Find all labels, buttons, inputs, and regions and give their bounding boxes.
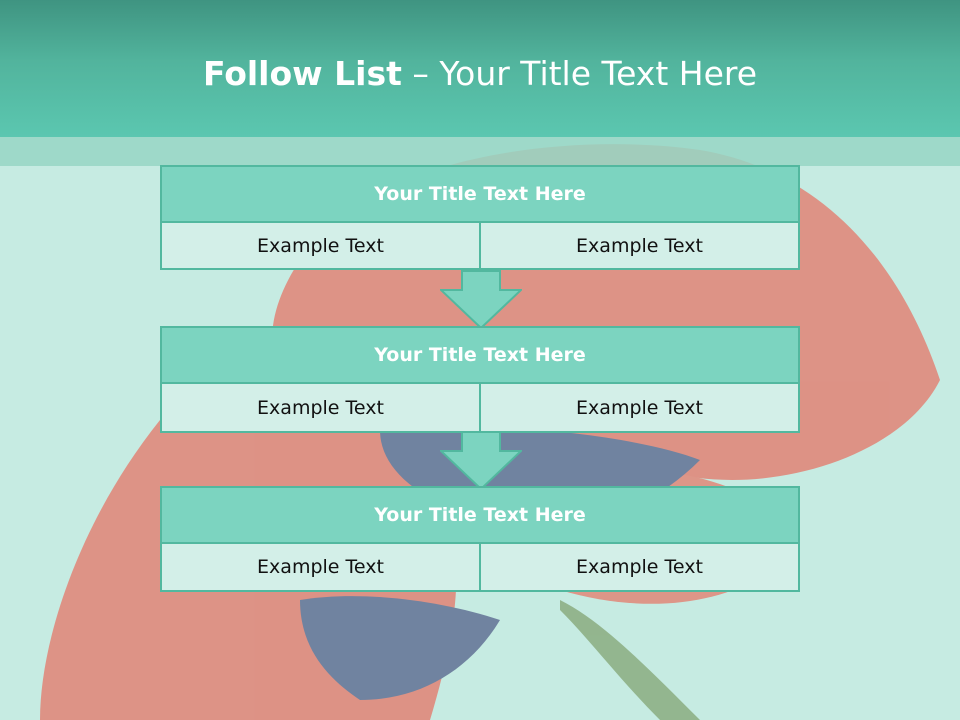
step-title-1: Your Title Text Here — [162, 167, 798, 223]
step-2-left-cell: Example Text — [162, 384, 479, 431]
title-bar — [0, 0, 960, 137]
step-1-right-cell: Example Text — [479, 223, 798, 268]
step-block-2: Your Title Text Here Example Text Exampl… — [160, 326, 800, 433]
down-arrow-icon — [440, 270, 522, 330]
step-title-2: Your Title Text Here — [162, 328, 798, 384]
slide-title-bold: Follow List — [202, 54, 402, 93]
slide-title-rest: – Your Title Text Here — [401, 54, 758, 93]
step-block-1: Your Title Text Here Example Text Exampl… — [160, 165, 800, 270]
slide-title: Follow List – Your Title Text Here — [0, 54, 960, 93]
step-block-3: Your Title Text Here Example Text Exampl… — [160, 486, 800, 592]
step-title-3: Your Title Text Here — [162, 488, 798, 544]
step-3-right-cell: Example Text — [479, 544, 798, 590]
step-1-left-cell: Example Text — [162, 223, 479, 268]
step-2-right-cell: Example Text — [479, 384, 798, 431]
down-arrow-icon — [440, 431, 522, 491]
title-bar-strip — [0, 137, 960, 166]
step-3-left-cell: Example Text — [162, 544, 479, 590]
